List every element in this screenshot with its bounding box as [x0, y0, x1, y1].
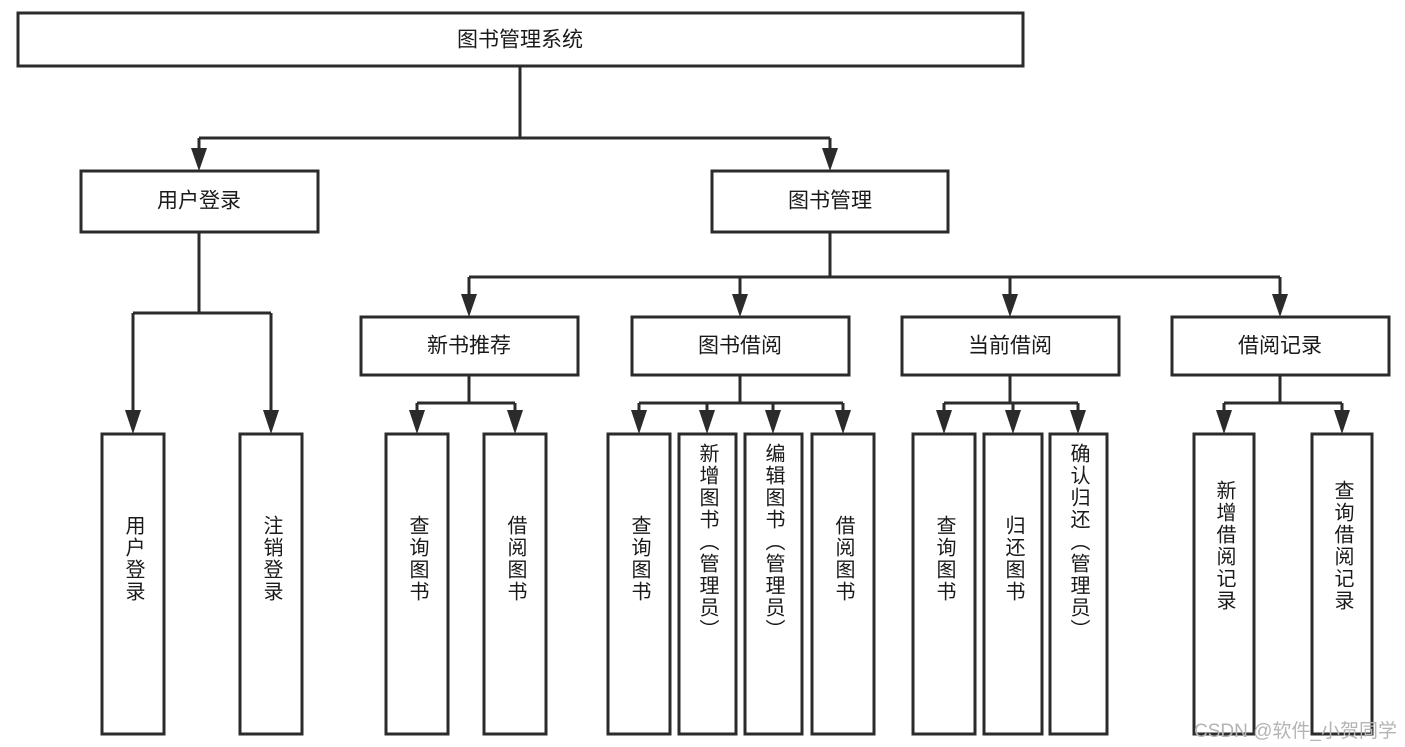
- node-box-user-login[interactable]: [79, 169, 320, 234]
- connector-root-to-level2: [197, 66, 832, 158]
- arrow-to-leaf-query-book-3: [936, 410, 952, 434]
- node-label-book-borrow: 图书借阅: [698, 335, 782, 358]
- arrow-to-leaf-borrow-book-1: [507, 410, 523, 434]
- node-box-leaf-return-book[interactable]: [982, 432, 1044, 736]
- node-label-new-book-recommend: 新书推荐: [427, 335, 511, 358]
- arrow-to-leaf-user-logout: [263, 410, 279, 434]
- connector-user-login-to-leaves: [131, 232, 273, 420]
- arrow-to-leaf-add-borrow-record: [1216, 410, 1232, 434]
- arrow-to-current-borrow: [1002, 294, 1018, 317]
- node-label-book-manage: 图书管理: [788, 190, 872, 213]
- node-label-user-login: 用户登录: [157, 190, 241, 213]
- node-box-leaf-query-book-2[interactable]: [606, 432, 672, 736]
- connector-borrow-to-leaves: [637, 375, 845, 420]
- arrow-to-book-borrow: [732, 294, 748, 317]
- arrow-to-leaf-confirm-return-admin: [1070, 410, 1086, 434]
- node-box-new-book-recommend[interactable]: [359, 315, 580, 377]
- node-box-borrow-record[interactable]: [1170, 315, 1391, 377]
- node-box-leaf-edit-book-admin[interactable]: [743, 432, 804, 736]
- connector-layer: [125, 66, 1350, 434]
- node-box-leaf-user-login[interactable]: [100, 432, 166, 736]
- node-box-leaf-query-book-3[interactable]: [911, 432, 977, 736]
- arrow-to-borrow-record: [1272, 294, 1288, 317]
- arrow-to-leaf-query-book-2: [631, 410, 647, 434]
- node-box-leaf-query-book-1[interactable]: [384, 432, 450, 736]
- arrow-to-leaf-user-login: [125, 410, 141, 434]
- arrow-to-leaf-edit-book-admin: [765, 410, 781, 434]
- arrow-to-leaf-return-book: [1005, 410, 1021, 434]
- arrow-to-leaf-query-book-1: [409, 410, 425, 434]
- node-label-borrow-record: 借阅记录: [1238, 335, 1322, 358]
- node-box-leaf-borrow-book-2[interactable]: [810, 432, 876, 736]
- arrow-to-leaf-query-borrow-record: [1334, 410, 1350, 434]
- node-box-current-borrow[interactable]: [900, 315, 1121, 377]
- node-box-leaf-confirm-return-admin[interactable]: [1048, 432, 1109, 736]
- connector-record-to-leaves: [1222, 375, 1344, 420]
- node-box-root[interactable]: [16, 11, 1025, 68]
- arrow-to-leaf-borrow-book-2: [835, 410, 851, 434]
- connector-recommend-to-leaves: [415, 375, 517, 420]
- node-box-leaf-add-borrow-record[interactable]: [1192, 432, 1256, 736]
- node-box-book-manage[interactable]: [710, 169, 950, 234]
- node-box-leaf-query-borrow-record[interactable]: [1310, 432, 1374, 736]
- node-label-root: 图书管理系统: [457, 29, 583, 52]
- node-box-book-borrow[interactable]: [630, 315, 851, 377]
- watermark-text: CSDN @软件_小贺同学: [1194, 721, 1397, 742]
- connector-book-manage-to-level3: [467, 232, 1282, 303]
- node-box-leaf-user-logout[interactable]: [238, 432, 304, 736]
- arrow-to-leaf-add-book-admin: [699, 410, 715, 434]
- node-box-leaf-add-book-admin[interactable]: [677, 432, 738, 736]
- arrow-to-book-manage: [822, 148, 838, 171]
- node-layer: 图书管理系统 用户登录 图书管理 新书推荐 图书借阅 当前借阅 借阅记录: [16, 11, 1391, 736]
- node-label-current-borrow: 当前借阅: [968, 335, 1052, 358]
- arrow-to-user-login: [191, 148, 207, 171]
- node-box-leaf-borrow-book-1[interactable]: [482, 432, 548, 736]
- arrow-to-new-book-recommend: [461, 294, 477, 317]
